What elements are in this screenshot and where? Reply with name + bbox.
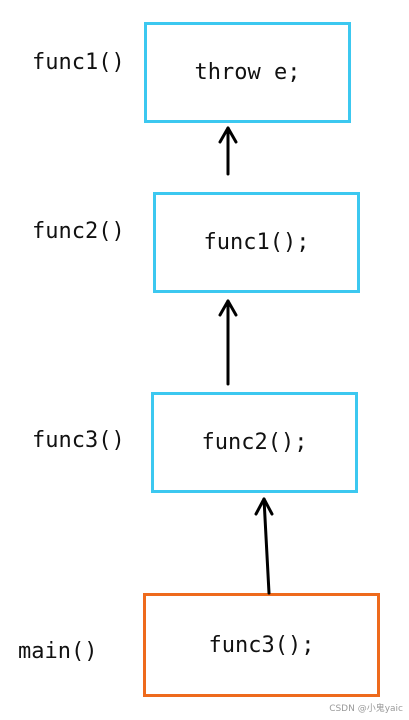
frame-box-main: func3(); [143,593,380,697]
frame-label-main: main() [18,639,98,664]
frame-box-func1: throw e; [144,22,351,123]
frame-code-func2: func1(); [203,230,310,255]
frame-code-main: func3(); [208,632,315,658]
frame-box-func2: func1(); [153,192,360,293]
frame-label-func2: func2() [32,219,125,244]
frame-label-func1: func1() [32,50,125,75]
watermark: CSDN @小鬼yaic [329,704,403,714]
arrow-main-to-func3 [254,497,274,595]
frame-label-func3: func3() [32,428,125,453]
arrow-func3-to-func2 [218,299,238,386]
arrow-func2-to-func1 [218,126,238,176]
frame-code-func3: func2(); [201,430,308,455]
frame-box-func3: func2(); [151,392,358,493]
frame-code-func1: throw e; [194,60,301,85]
